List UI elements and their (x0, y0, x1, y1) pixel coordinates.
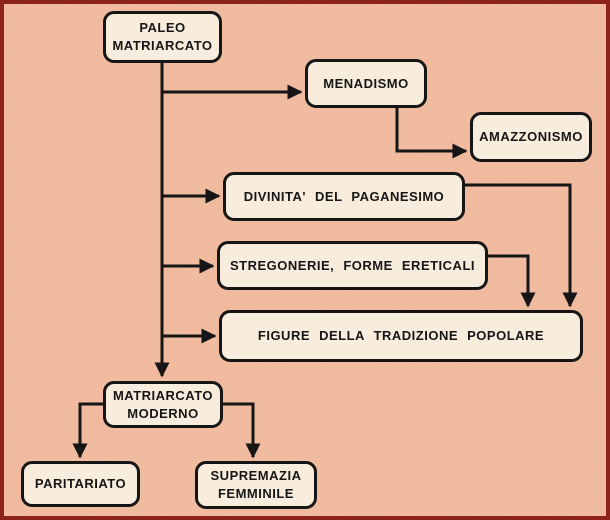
node-label: DIVINITA' DEL PAGANESIMO (243, 188, 445, 204)
node-label: MENADISMO (323, 75, 409, 91)
node-label: PALEO MATRIARCATO (112, 20, 213, 53)
node-amazzonismo: AMAZZONISMO (470, 112, 592, 162)
edge-menadismo-to-amazzonismo (395, 108, 468, 159)
node-divinita-del-paganesimo: DIVINITA' DEL PAGANESIMO (223, 172, 465, 221)
node-label: PARITARIATO (34, 476, 127, 492)
node-label: FIGURE DELLA TRADIZIONE POPOLARE (257, 328, 545, 344)
node-figure-della-tradizione-popolare: FIGURE DELLA TRADIZIONE POPOLARE (219, 310, 583, 362)
node-paleo-matriarcato: PALEO MATRIARCATO (103, 11, 222, 63)
node-paritariato: PARITARIATO (21, 461, 140, 507)
node-label: STREGONERIE, FORME ERETICALI (229, 257, 475, 273)
edge-stregonerie-to-figure (488, 254, 536, 308)
node-matriarcato-moderno: MATRIARCATO MODERNO (103, 381, 223, 428)
node-label: MATRIARCATO MODERNO (112, 387, 214, 421)
node-supremazia-femminile: SUPREMAZIA FEMMINILE (195, 461, 317, 509)
node-stregonerie-forme-ereticali: STREGONERIE, FORME ERETICALI (217, 241, 488, 290)
edge-matriarcato-to-paritariato (72, 402, 103, 459)
edge-divinita-to-figure (465, 183, 578, 308)
node-label: AMAZZONISMO (479, 129, 583, 145)
node-menadismo: MENADISMO (305, 59, 427, 108)
edge-matriarcato-to-supremazia (219, 402, 261, 459)
node-label: SUPREMAZIA FEMMINILE (210, 468, 302, 501)
